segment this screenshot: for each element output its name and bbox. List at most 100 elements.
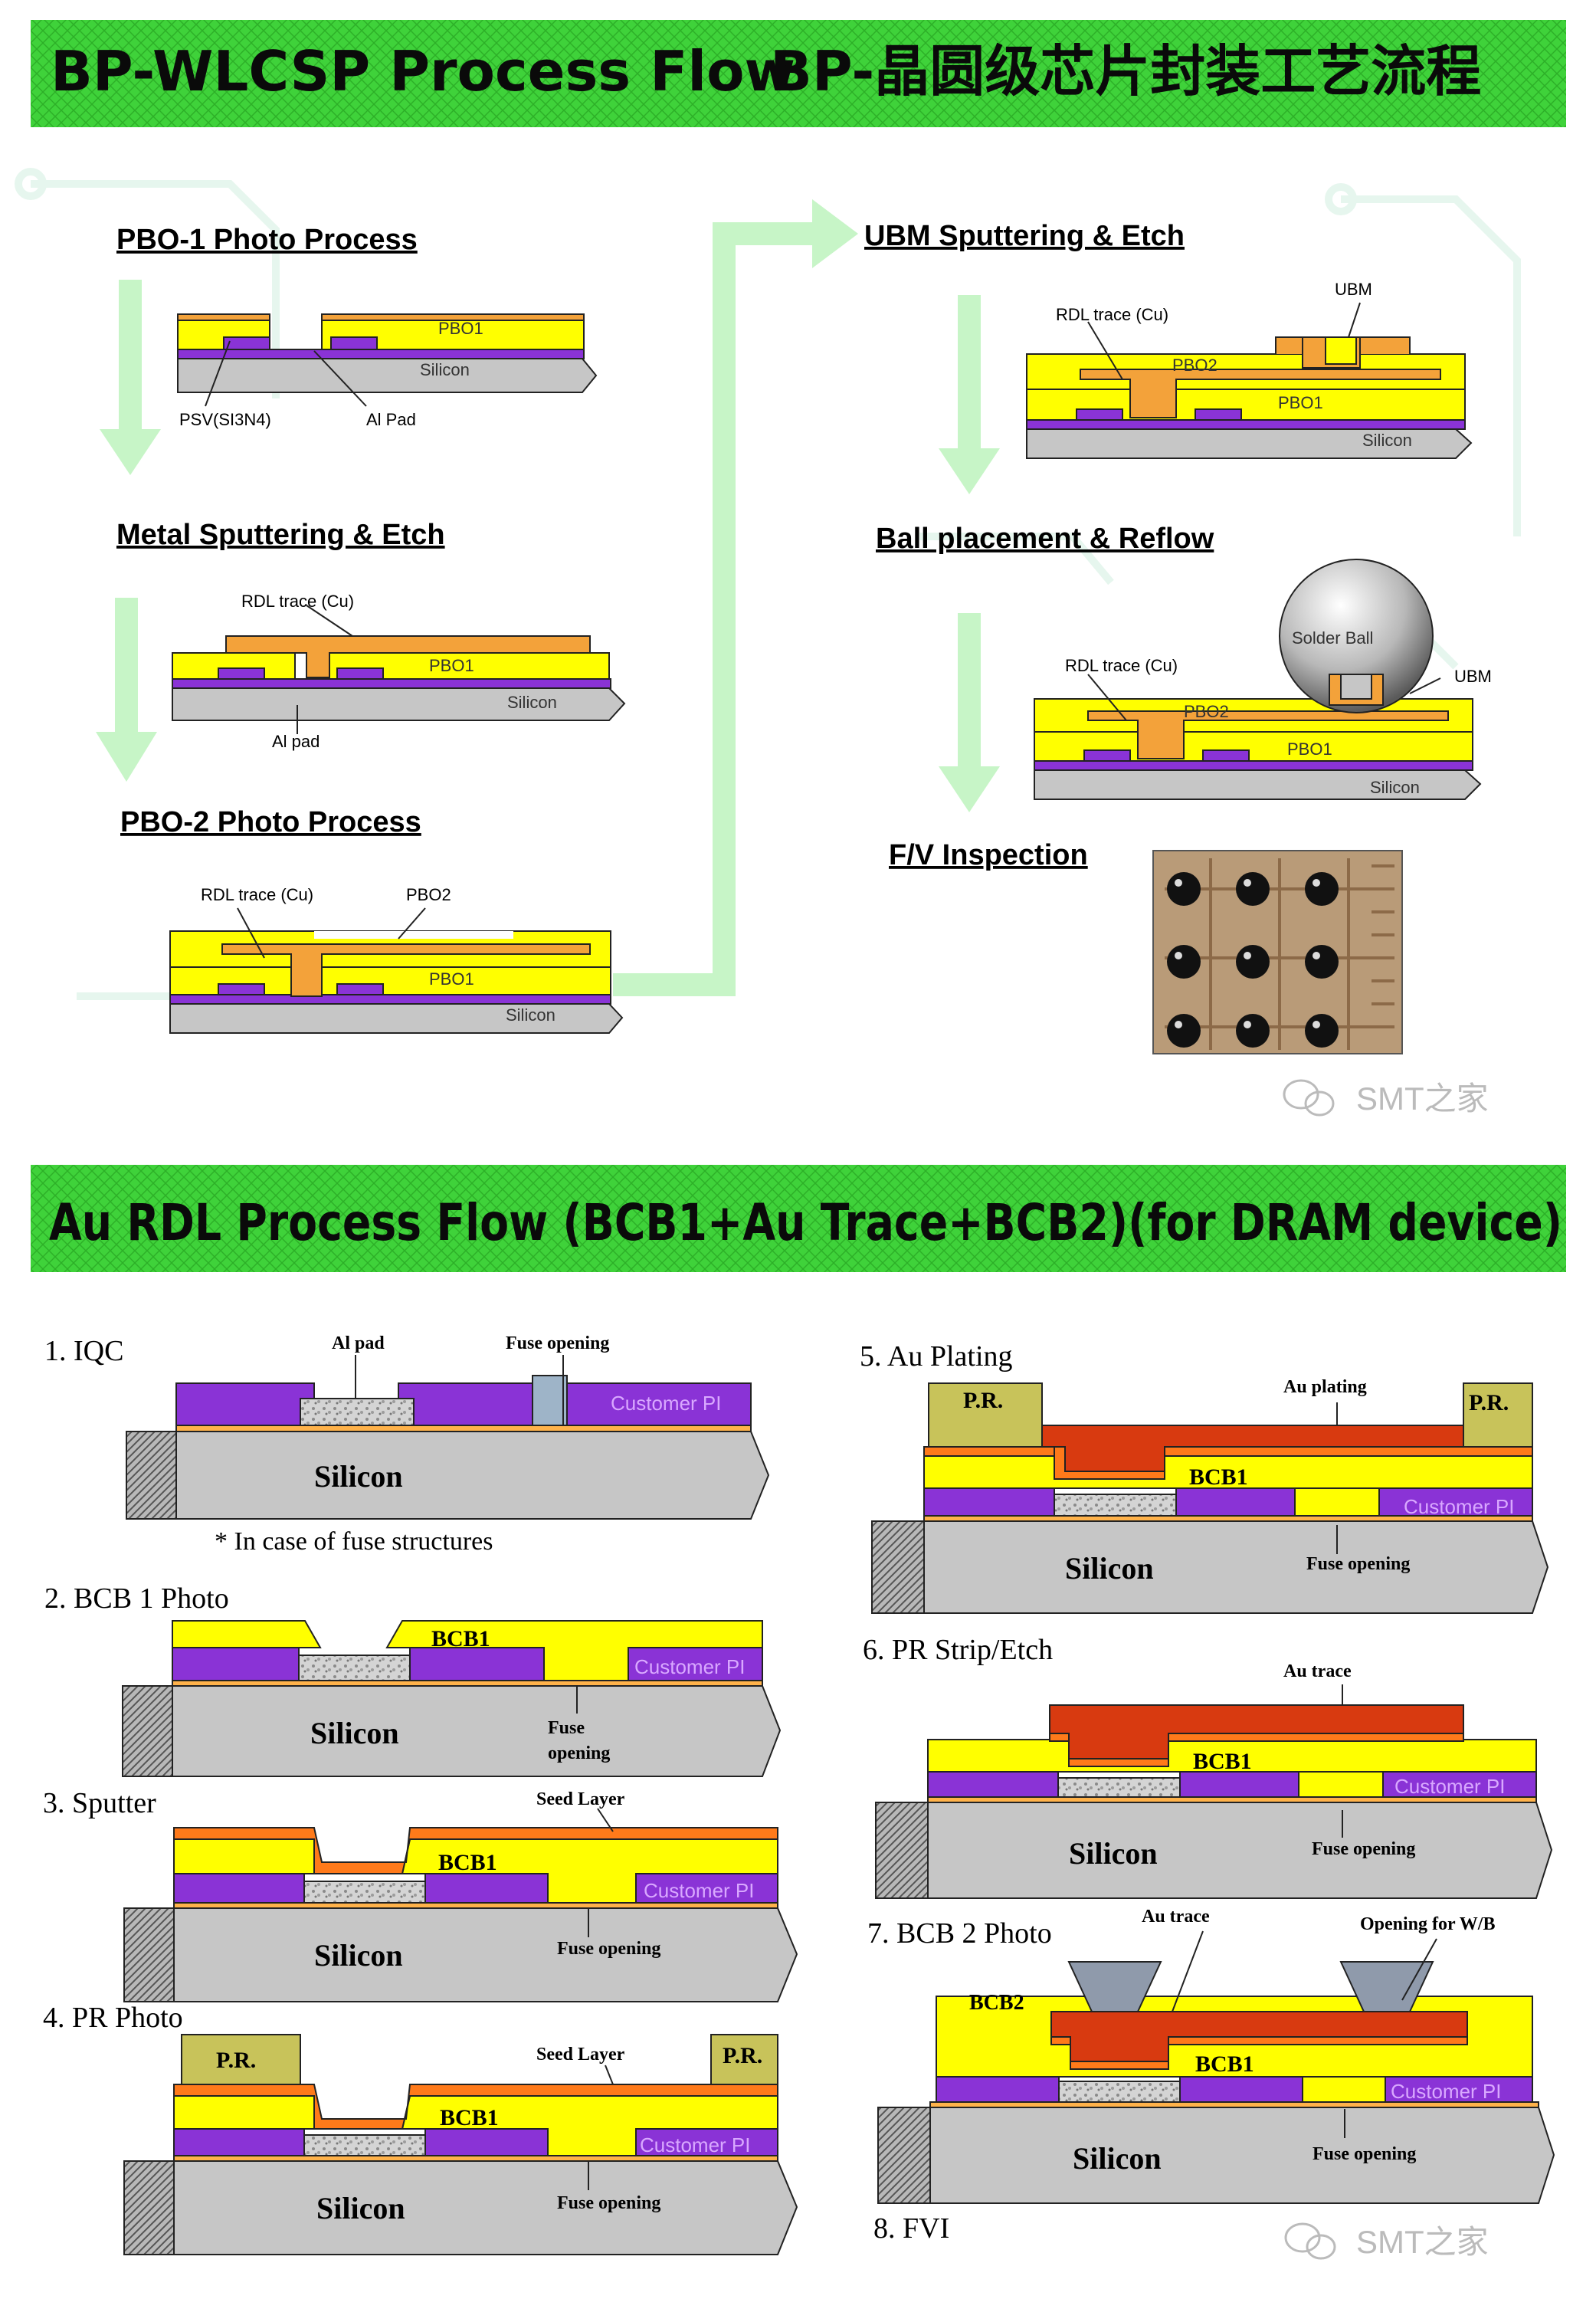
label-rdl: RDL trace (Cu) xyxy=(201,885,313,904)
flow-arrow-icon xyxy=(96,199,1000,996)
step-title-ball-placement: Ball placement & Reflow xyxy=(876,523,1214,555)
label-silicon: Silicon xyxy=(506,1005,555,1025)
step-title-ubm-sputter: UBM Sputtering & Etch xyxy=(864,220,1185,252)
label-silicon: Silicon xyxy=(1073,2141,1162,2176)
label-fuse-note: * In case of fuse structures xyxy=(215,1527,493,1556)
label-silicon: Silicon xyxy=(507,693,557,712)
label-bcb1: BCB1 xyxy=(438,1850,497,1875)
label-customer-pi: Customer PI xyxy=(1394,1775,1506,1798)
step-title-au-plating: 5. Au Plating xyxy=(860,1340,1013,1373)
label-silicon: Silicon xyxy=(1362,431,1412,450)
label-customer-pi: Customer PI xyxy=(634,1655,746,1678)
label-seed-layer: Seed Layer xyxy=(536,2045,625,2065)
diagram-pbo2-photo xyxy=(169,907,624,1034)
section1-title-en: BP-WLCSP Process Flow xyxy=(51,39,795,103)
step-title-pbo1-photo: PBO-1 Photo Process xyxy=(116,224,418,256)
label-rdl: RDL trace (Cu) xyxy=(241,592,354,611)
diagram-bcb1-photo xyxy=(122,1620,782,1777)
label-ubm: UBM xyxy=(1335,280,1372,299)
label-customer-pi: Customer PI xyxy=(611,1392,722,1415)
section2-title: Au RDL Process Flow (BCB1+Au Trace+BCB2)… xyxy=(49,1193,1562,1252)
label-fuse-opening: Fuse opening xyxy=(557,1939,660,1959)
label-au-plating: Au plating xyxy=(1283,1377,1367,1397)
diagram-sputter xyxy=(123,1808,798,2002)
label-al-pad: Al pad xyxy=(272,732,320,751)
label-fuse-opening: Fuse opening xyxy=(557,2193,660,2213)
label-pbo1: PBO1 xyxy=(438,319,483,338)
diagram-pr-strip xyxy=(875,1684,1553,1899)
wechat-icon xyxy=(1283,1079,1335,1117)
label-ubm: UBM xyxy=(1454,667,1492,686)
label-silicon: Silicon xyxy=(1065,1551,1154,1586)
label-fuse: Fuse xyxy=(548,1718,585,1738)
watermark-1: SMT之家 xyxy=(1283,1079,1489,1117)
label-pbo2: PBO2 xyxy=(1172,356,1217,375)
label-pbo1: PBO1 xyxy=(429,656,474,675)
label-silicon: Silicon xyxy=(310,1716,399,1750)
diagram-iqc xyxy=(126,1355,770,1520)
label-bcb1: BCB1 xyxy=(440,2105,499,2130)
step-title-fvi: 8. FVI xyxy=(873,2212,949,2245)
label-bcb1: BCB1 xyxy=(1195,2051,1254,2077)
label-rdl: RDL trace (Cu) xyxy=(1065,656,1178,675)
label-pr-left: P.R. xyxy=(963,1388,1003,1413)
label-bcb1: BCB1 xyxy=(431,1626,490,1651)
step-title-metal-sputter: Metal Sputtering & Etch xyxy=(116,519,445,551)
label-customer-pi: Customer PI xyxy=(1391,2080,1502,2103)
label-fuse-opening: Fuse opening xyxy=(506,1333,609,1353)
label-silicon: Silicon xyxy=(316,2191,405,2225)
step-title-bcb1-photo: 2. BCB 1 Photo xyxy=(44,1582,229,1615)
label-opening-wb: Opening for W/B xyxy=(1360,1914,1495,1934)
diagram-pr-photo xyxy=(123,2034,798,2255)
label-fuse-opening: Fuse opening xyxy=(1312,1839,1415,1859)
diagram-au-plating xyxy=(871,1382,1549,1614)
label-silicon: Silicon xyxy=(420,360,470,379)
diagram-ball-placement xyxy=(1034,559,1482,800)
label-pr-right: P.R. xyxy=(723,2043,762,2068)
label-solder-ball: Solder Ball xyxy=(1292,628,1373,648)
label-pr-left: P.R. xyxy=(216,2048,256,2073)
section1-title-cn: BP-晶圆级芯片封装工艺流程 xyxy=(770,39,1481,103)
step-title-iqc: 1. IQC xyxy=(44,1335,123,1367)
label-silicon: Silicon xyxy=(1370,778,1420,797)
step-title-bcb2-photo: 7. BCB 2 Photo xyxy=(867,1917,1052,1950)
fv-inspection-photo xyxy=(1152,850,1403,1054)
label-customer-pi: Customer PI xyxy=(1404,1495,1515,1518)
label-opening: opening xyxy=(548,1743,610,1763)
watermark-text: SMT之家 xyxy=(1356,1081,1489,1117)
label-silicon: Silicon xyxy=(314,1459,403,1494)
label-pbo2: PBO2 xyxy=(1184,702,1229,721)
label-pbo1: PBO1 xyxy=(1287,740,1332,759)
label-pbo1: PBO1 xyxy=(429,969,474,989)
step-title-pr-photo: 4. PR Photo xyxy=(43,2002,183,2034)
section2-banner: Au RDL Process Flow (BCB1+Au Trace+BCB2)… xyxy=(31,1165,1566,1272)
step-title-pr-strip: 6. PR Strip/Etch xyxy=(863,1634,1053,1666)
label-fuse-opening: Fuse opening xyxy=(1306,1554,1410,1574)
section1-banner: BP-WLCSP Process Flow BP-晶圆级芯片封装工艺流程 xyxy=(31,20,1566,127)
label-pbo2: PBO2 xyxy=(406,885,451,904)
label-psv: PSV(SI3N4) xyxy=(179,410,271,429)
label-customer-pi: Customer PI xyxy=(644,1879,755,1902)
label-bcb1: BCB1 xyxy=(1189,1464,1248,1490)
diagram-pbo1-photo xyxy=(177,313,598,407)
step-title-fv-inspection: F/V Inspection xyxy=(889,839,1088,871)
diagram-ubm-sputter xyxy=(1026,302,1473,459)
label-bcb1: BCB1 xyxy=(1193,1749,1252,1774)
step-title-pbo2-photo: PBO-2 Photo Process xyxy=(120,806,421,838)
label-bcb2: BCB2 xyxy=(969,1991,1024,2015)
label-rdl: RDL trace (Cu) xyxy=(1056,305,1168,324)
watermark-2: SMT之家 xyxy=(1284,2222,1489,2260)
label-au-trace: Au trace xyxy=(1142,1907,1210,1927)
label-pr-right: P.R. xyxy=(1469,1390,1509,1415)
label-seed-layer: Seed Layer xyxy=(536,1789,625,1809)
watermark-text: SMT之家 xyxy=(1356,2224,1489,2260)
label-customer-pi: Customer PI xyxy=(640,2133,751,2156)
diagram-metal-sputter xyxy=(172,605,626,734)
label-silicon: Silicon xyxy=(314,1938,403,1973)
label-al-pad: Al Pad xyxy=(366,410,416,429)
label-fuse-opening: Fuse opening xyxy=(1313,2144,1416,2164)
diagram-bcb2-photo xyxy=(877,1930,1555,2204)
label-au-trace: Au trace xyxy=(1283,1661,1352,1681)
label-pbo1: PBO1 xyxy=(1278,393,1323,412)
